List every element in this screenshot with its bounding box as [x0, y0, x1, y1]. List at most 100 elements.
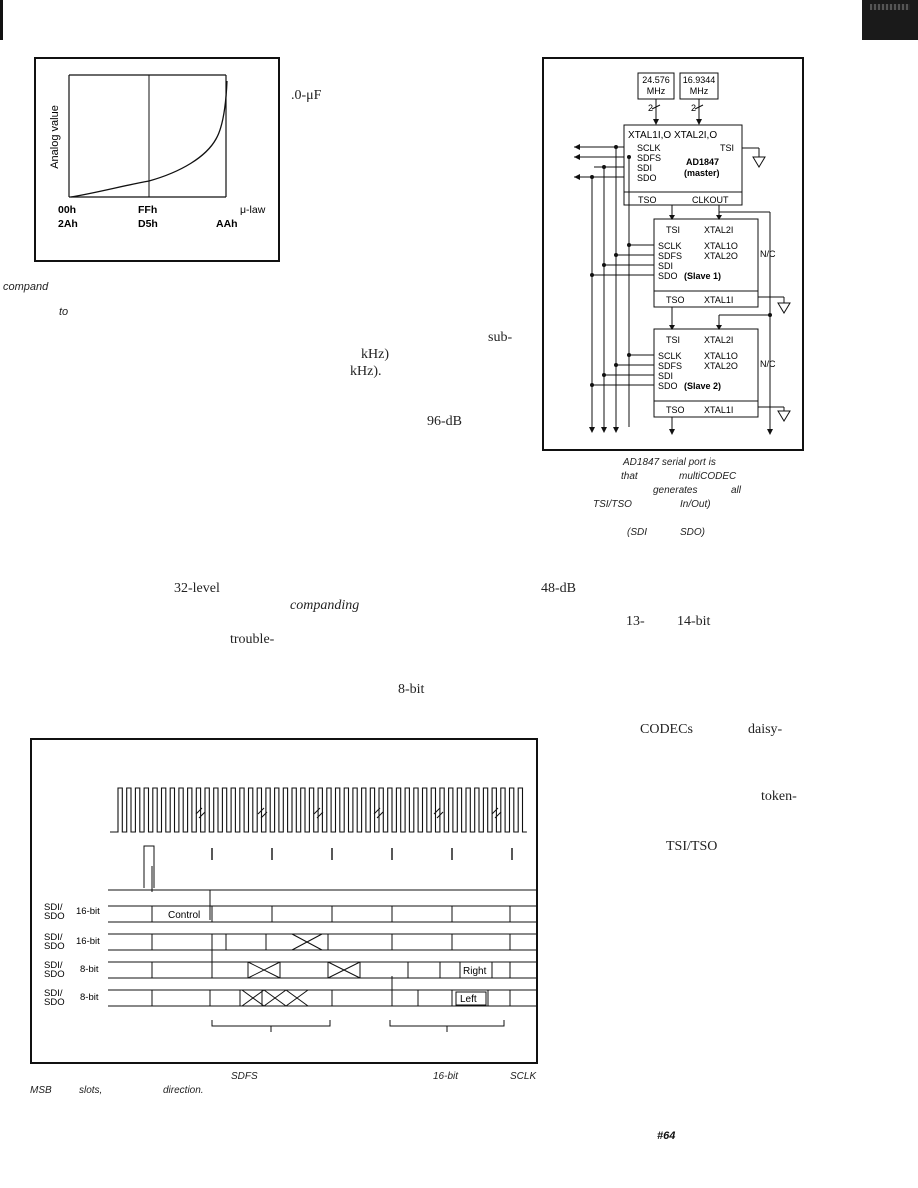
codec-figure-svg: 24.576 MHz 16.9344 MHz 2 2 XTAL1I,O XTAL…	[574, 72, 791, 435]
mulaw-x-2ah: 2Ah	[58, 218, 78, 230]
caption-tsitso: TSI/TSO	[593, 499, 632, 510]
row3-right-label: Right	[463, 966, 487, 977]
mulaw-x-00h: 00h	[58, 204, 76, 216]
caption-generates: generates	[653, 485, 698, 496]
caption-sdi: (SDI	[627, 527, 647, 538]
slave2-nc: N/C	[760, 359, 776, 369]
text-32level: 32-level	[174, 581, 220, 596]
mulaw-x-aah: AAh	[216, 218, 238, 230]
mulaw-figure-svg: Analog value 00h FFh μ-law 2Ah D5h AAh	[49, 74, 266, 230]
row1-control-label: Control	[168, 910, 200, 921]
master-sdo: SDO	[637, 173, 657, 183]
text-14bit: 14-bit	[677, 614, 711, 629]
clock-break-mark	[195, 807, 206, 819]
text-96db: 96-dB	[427, 414, 462, 429]
row2-sig-b: SDO	[44, 941, 65, 952]
xtal1-freq: 24.576	[642, 75, 670, 85]
master-chip: AD1847	[686, 157, 719, 167]
xtal2-unit: MHz	[690, 86, 709, 96]
slave1-xtal1i: XTAL1I	[704, 295, 733, 305]
text-13: 13-	[626, 614, 645, 629]
slave1-tso: TSO	[666, 295, 685, 305]
caption-c1: AD1847 serial port is	[623, 457, 716, 468]
slave1-sdi: SDI	[658, 261, 673, 271]
row2-width: 16-bit	[76, 936, 100, 947]
caption-that: that	[621, 471, 638, 482]
row3-sig-b: SDO	[44, 969, 65, 980]
slave1-sdfs: SDFS	[658, 251, 682, 261]
mulaw-x-d5h: D5h	[138, 218, 158, 230]
xtal1-unit: MHz	[647, 86, 666, 96]
text-khz-1: kHz)	[361, 347, 389, 362]
slave1-xtal1o: XTAL1O	[704, 241, 738, 251]
caption-slots: slots,	[79, 1085, 103, 1096]
bottom-braces	[211, 1020, 505, 1032]
caption-direction: direction.	[163, 1085, 204, 1096]
slave2-xtal1i: XTAL1I	[704, 405, 733, 415]
row4-sig-b: SDO	[44, 997, 65, 1008]
bus-width-2: 2	[691, 103, 696, 113]
master-sdfs: SDFS	[637, 153, 661, 163]
slave1-tsi: TSI	[666, 225, 680, 235]
slave2-tso: TSO	[666, 405, 685, 415]
slave2-sclk: SCLK	[658, 351, 682, 361]
sclk-waveform	[110, 787, 527, 833]
master-sclk: SCLK	[637, 143, 661, 153]
slave2-tsi: TSI	[666, 335, 680, 345]
slave1-xtal2i: XTAL2I	[704, 225, 733, 235]
row4-sig-a: SDI/	[44, 988, 63, 999]
text-tsitso: TSI/TSO	[666, 839, 718, 854]
slave2-sdfs: SDFS	[658, 361, 682, 371]
caption-multicodec: multiCODEC	[679, 471, 737, 482]
row1-sig-a: SDI/	[44, 902, 63, 913]
text-48db: 48-dB	[541, 581, 576, 596]
mulaw-ylabel: Analog value	[49, 105, 61, 169]
slave2-sdo: SDO	[658, 381, 678, 391]
page-edge-bar	[0, 0, 3, 40]
row3-sig-a: SDI/	[44, 960, 63, 971]
mulaw-x-ffh: FFh	[138, 204, 157, 216]
row1-sig-b: SDO	[44, 911, 65, 922]
caption-sdfs: SDFS	[231, 1071, 258, 1082]
text-codecs: CODECs	[640, 722, 693, 737]
slave2-xtal2i: XTAL2I	[704, 335, 733, 345]
master-xtal-pins: XTAL1I,O XTAL2I,O	[628, 130, 717, 141]
row4-width: 8-bit	[80, 992, 99, 1003]
row3-width: 8-bit	[80, 964, 99, 975]
caption-msb: MSB	[30, 1085, 52, 1096]
slot-tick-marks	[211, 848, 513, 860]
mulaw-curve	[70, 80, 228, 198]
row1-width: 16-bit	[76, 906, 100, 917]
caption-inout: In/Out)	[680, 499, 711, 510]
master-clkout: CLKOUT	[692, 195, 729, 205]
slave2-xtal2o: XTAL2O	[704, 361, 738, 371]
slave1-sclk: SCLK	[658, 241, 682, 251]
master-sdi: SDI	[637, 163, 652, 173]
corner-tab	[862, 0, 918, 40]
text-sub: sub-	[488, 330, 513, 345]
clock-break-mark	[373, 807, 384, 819]
row4-left-label: Left	[460, 994, 477, 1005]
mulaw-x-mulaw: μ-law	[240, 204, 266, 216]
codec-figure: 24.576 MHz 16.9344 MHz 2 2 XTAL1I,O XTAL…	[542, 57, 804, 451]
text-compand: compand	[3, 281, 49, 293]
text-companding: companding	[290, 598, 360, 613]
sclk-line	[110, 787, 527, 833]
text-token: token-	[761, 789, 797, 804]
caption-sclk: SCLK	[510, 1071, 537, 1082]
clock-break-mark	[313, 807, 324, 819]
slave1-xtal2o: XTAL2O	[704, 251, 738, 261]
page-number: #64	[657, 1130, 676, 1142]
slave1-nc: N/C	[760, 249, 776, 259]
text-cap-f: .0-μF	[291, 88, 322, 103]
clock-break-mark	[257, 807, 268, 819]
row2-sig-a: SDI/	[44, 932, 63, 943]
slave1-sdo: SDO	[658, 271, 678, 281]
timing-figure-svg: SDI/ SDO 16-bit Control SDI/ SDO 16-bit …	[44, 787, 536, 1032]
master-role: (master)	[684, 168, 720, 178]
text-khz-2: kHz).	[350, 364, 382, 379]
clock-break-mark	[491, 807, 502, 819]
master-tsi: TSI	[720, 143, 734, 153]
master-tso: TSO	[638, 195, 657, 205]
caption-sdo: SDO)	[680, 527, 705, 538]
